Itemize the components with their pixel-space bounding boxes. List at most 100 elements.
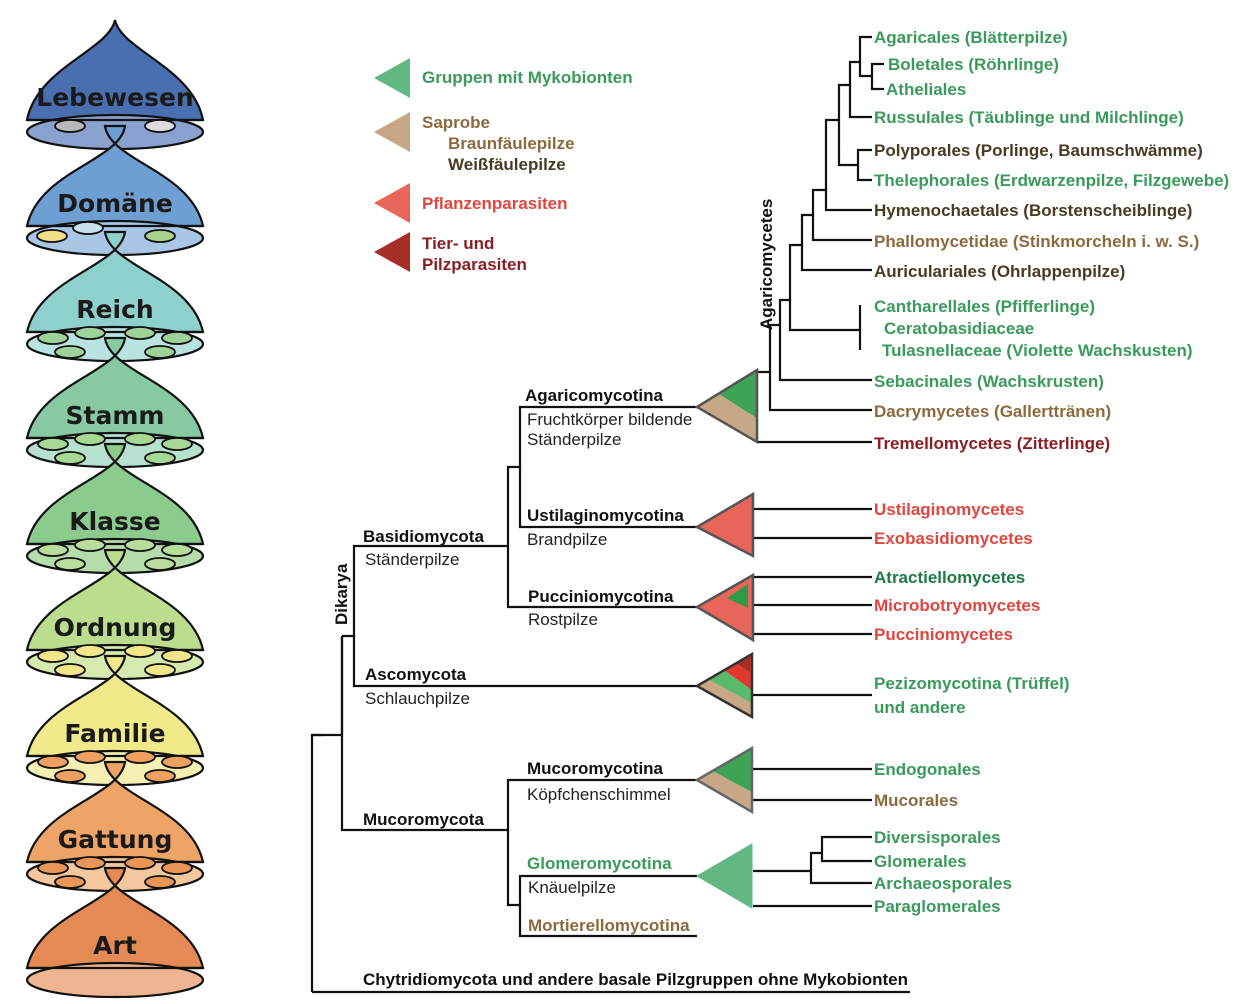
clade-ustilaginomycotina-common: Brandpilze bbox=[527, 530, 607, 549]
tip-endogonales: Endogonales bbox=[874, 760, 981, 779]
spore-icon bbox=[54, 875, 86, 889]
label-agaricomycetes: Agaricomycetes bbox=[757, 199, 776, 330]
edge-a5 bbox=[811, 188, 872, 215]
spore-icon bbox=[37, 649, 69, 663]
clade-labels: Basidiomycota Ständerpilze Ascomycota Sc… bbox=[363, 386, 908, 989]
clade-mucoromycotina-common: Köpfchenschimmel bbox=[527, 785, 671, 804]
clade-pucciniomycotina: Pucciniomycotina bbox=[528, 587, 674, 606]
tip-mucorales: Mucorales bbox=[874, 791, 958, 810]
spore-icon bbox=[37, 543, 69, 557]
triangle-glomeromycotina bbox=[696, 843, 753, 909]
edge-puccinio-tips bbox=[753, 575, 872, 636]
collapsed-clade-triangles bbox=[694, 367, 759, 909]
tip-glomerales: Glomerales bbox=[874, 852, 967, 871]
edge-mucoro-tips bbox=[753, 767, 872, 802]
edge-mortierellomycotina bbox=[518, 905, 697, 938]
spore-icon bbox=[74, 750, 106, 764]
tip-atheliales: Atheliales bbox=[886, 80, 966, 99]
spore-icon bbox=[124, 326, 156, 340]
spore-icon bbox=[161, 543, 193, 557]
tip-pezizomycotina: Pezizomycotina (Trüffel) bbox=[874, 674, 1070, 693]
edge-boletales-atheliales bbox=[858, 62, 884, 91]
legend-label: Pilzparasiten bbox=[422, 255, 527, 274]
edge-mucoro-split bbox=[470, 778, 697, 832]
tip-tremellomycetes: Tremellomycetes (Zitterlinge) bbox=[874, 434, 1110, 453]
tip-archaeosporales: Archaeosporales bbox=[874, 874, 1012, 893]
label-dikarya: Dikarya bbox=[332, 563, 351, 625]
spore-icon bbox=[161, 861, 193, 875]
taxonomic-rank-hierarchy: LebewesenDomäneReichStammKlasseOrdnungFa… bbox=[25, 19, 205, 999]
tip-microbotryomycetes: Microbotryomycetes bbox=[874, 596, 1040, 615]
legend-triangle-icon bbox=[374, 58, 410, 98]
tip-labels: Agaricales (Blätterpilze) Boletales (Röh… bbox=[874, 28, 1229, 916]
tip-polyporales: Polyporales (Porlinge, Baumschwämme) bbox=[874, 141, 1203, 160]
clade-agaricomycotina-common1: Fruchtkörper bildende bbox=[527, 410, 692, 429]
edge-root-to-fungi bbox=[312, 636, 344, 737]
spore-icon bbox=[37, 861, 69, 875]
edge-ustilaginomycotina bbox=[518, 467, 697, 529]
tree-edges bbox=[310, 35, 910, 994]
edge-poly-theleph bbox=[837, 120, 872, 182]
spore-icon bbox=[72, 221, 104, 235]
rank-label: Stamm bbox=[66, 401, 165, 430]
clade-chytridiomycota: Chytridiomycota und andere basale Pilzgr… bbox=[363, 970, 908, 989]
triangle-ascomycota bbox=[694, 651, 754, 720]
legend-label: Gruppen mit Mykobionten bbox=[422, 68, 633, 87]
edge-agaricales bbox=[848, 35, 872, 85]
edge-a3 bbox=[788, 243, 872, 300]
spore-icon bbox=[54, 769, 86, 783]
legend-label: Pflanzenparasiten bbox=[422, 194, 568, 213]
rank-label: Reich bbox=[76, 295, 153, 324]
clade-agaricomycotina-common2: Ständerpilze bbox=[527, 430, 622, 449]
clade-pucciniomycotina-common: Rostpilze bbox=[528, 610, 598, 629]
clade-agaricomycotina: Agaricomycotina bbox=[525, 386, 663, 405]
spore-icon bbox=[124, 432, 156, 446]
tip-russulales: Russulales (Täublinge und Milchlinge) bbox=[874, 108, 1184, 127]
edge-a1 bbox=[768, 323, 872, 382]
spore-icon bbox=[74, 326, 106, 340]
rank-domäne: Domäne bbox=[25, 124, 205, 257]
clade-mortierellomycotina: Mortierellomycotina bbox=[528, 916, 690, 935]
clade-basidiomycota-common: Ständerpilze bbox=[365, 550, 460, 569]
spore-icon bbox=[124, 856, 156, 870]
spore-icon bbox=[124, 538, 156, 552]
edge-a7 bbox=[837, 83, 872, 120]
clade-ascomycota-common: Schlauchpilze bbox=[365, 689, 470, 708]
tip-cantharellales: Cantharellales (Pfifferlinge) bbox=[874, 297, 1095, 316]
clade-mucoromycotina: Mucoromycotina bbox=[527, 759, 664, 778]
triangle-agaricomycotina bbox=[694, 367, 759, 445]
tip-paraglomerales: Paraglomerales bbox=[874, 897, 1001, 916]
tip-sebacinales: Sebacinales (Wachskrusten) bbox=[874, 372, 1104, 391]
spore-icon bbox=[74, 856, 106, 870]
rank-ordnung: Ordnung bbox=[25, 548, 205, 681]
tip-dacrymycetes: Dacrymycetes (Gallerttränen) bbox=[874, 402, 1111, 421]
triangle-pucciniomycotina bbox=[694, 572, 755, 643]
spore-icon bbox=[161, 331, 193, 345]
tip-hymenochaetales: Hymenochaetales (Borstenscheiblinge) bbox=[874, 201, 1192, 220]
spore-icon bbox=[144, 119, 176, 133]
edge-dacry bbox=[768, 372, 872, 412]
spore-icon bbox=[36, 229, 68, 243]
tip-exobasidiomycetes: Exobasidiomycetes bbox=[874, 529, 1033, 548]
legend: Gruppen mit MykobiontenSaprobeBraunfäule… bbox=[374, 58, 633, 274]
legend-triangle-icon bbox=[374, 232, 410, 272]
triangle-ustilaginomycotina bbox=[694, 491, 755, 559]
clade-basidiomycota: Basidiomycota bbox=[363, 527, 484, 546]
edge-ascomycota bbox=[352, 636, 697, 688]
spore-icon bbox=[54, 451, 86, 465]
spore-icon bbox=[124, 750, 156, 764]
edge-mucoromycota bbox=[340, 636, 470, 832]
spore-icon bbox=[74, 644, 106, 658]
spore-icon bbox=[144, 663, 176, 677]
clade-ascomycota: Ascomycota bbox=[365, 665, 467, 684]
rank-label: Klasse bbox=[69, 507, 161, 536]
rank-label: Familie bbox=[64, 719, 165, 748]
tip-auriculariales: Auriculariales (Ohrlappenpilze) bbox=[874, 262, 1125, 281]
spore-icon bbox=[54, 663, 86, 677]
spore-icon bbox=[54, 119, 86, 133]
tip-agaricales: Agaricales (Blätterpilze) bbox=[874, 28, 1068, 47]
rank-label: Domäne bbox=[57, 189, 173, 218]
spore-icon bbox=[74, 432, 106, 446]
tip-pucciniomycetes: Pucciniomycetes bbox=[874, 625, 1013, 644]
